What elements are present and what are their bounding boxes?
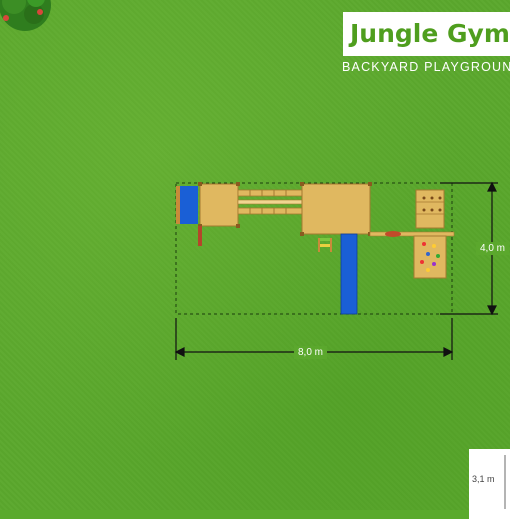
house-icon [504,455,510,509]
left-ladder [198,226,202,246]
tree-icon [0,0,51,31]
footprint-area [175,182,453,315]
width-dimension-label: 8,0 m [294,346,328,359]
left-blue-edge [176,186,180,224]
depth-dimension-label: 4,0 m [476,242,510,255]
page-title: Jungle Gym [350,19,510,48]
right-tower-platform [301,183,371,235]
height-inset [469,449,510,519]
step-ladder [318,238,332,252]
swing-seat [385,231,401,237]
blue-slide [340,233,358,315]
climbing-frame [415,189,445,229]
swing-beam [369,231,455,237]
height-dimension-label: 3,1 m [472,474,495,484]
page-subtitle: BACKYARD PLAYGROUND [342,60,510,74]
left-tower-platform [199,183,239,227]
left-blue-element [178,186,198,224]
climbing-wall [413,235,447,279]
title-box [343,12,510,56]
bridge [237,189,303,215]
